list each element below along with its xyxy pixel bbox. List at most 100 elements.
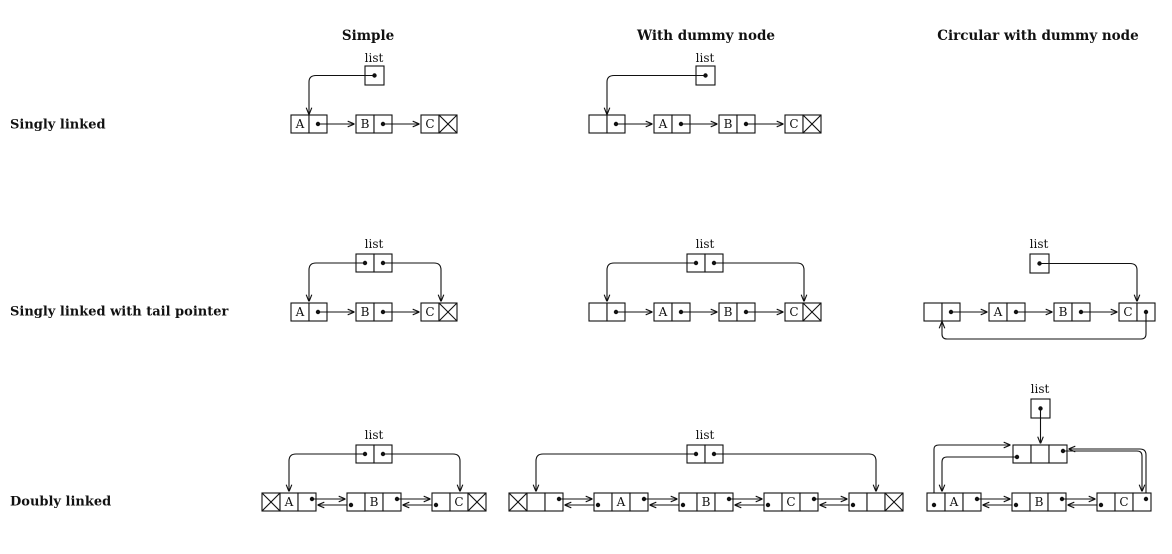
pointer-dot	[931, 502, 937, 508]
node-value: C	[454, 495, 463, 509]
node-value: C	[786, 495, 795, 509]
next-cell	[1048, 444, 1068, 464]
node-value: C	[1123, 305, 1132, 319]
node-value: B	[361, 117, 370, 131]
prev-cell	[848, 492, 868, 512]
row-header-singly-linked: Singly linked	[10, 117, 106, 133]
column-header-simple: Simple	[341, 28, 395, 44]
node-value: A	[295, 117, 305, 131]
prev-cell	[1011, 492, 1031, 512]
pointer-dot	[433, 502, 439, 508]
prev-cell	[678, 492, 698, 512]
row-header-tail-pointer: Singly linked with tail pointer	[10, 304, 229, 320]
next-cell	[714, 492, 734, 512]
head-arrow	[607, 262, 696, 301]
next-cell	[297, 492, 317, 512]
next-cell	[382, 492, 402, 512]
head-arrow	[309, 262, 365, 301]
null-cross	[438, 114, 458, 134]
head-arrow	[536, 453, 696, 491]
null-cross	[884, 492, 904, 512]
node-value: C	[789, 117, 798, 131]
node-value: A	[658, 305, 668, 319]
list-label: list	[365, 237, 384, 251]
wrap-around-arrow	[942, 312, 1147, 340]
node-value: B	[724, 305, 733, 319]
node-value: B	[1035, 495, 1044, 509]
next-cell	[1132, 492, 1152, 512]
pointer-dot	[1143, 496, 1149, 502]
column-header-dummy-node: With dummy node	[636, 28, 776, 44]
node-value: B	[361, 305, 370, 319]
node-value: A	[284, 495, 294, 509]
node-value: A	[616, 495, 626, 509]
dummy-cell	[866, 492, 886, 512]
row-header-doubly-linked: Doubly linked	[10, 494, 112, 510]
node-value: A	[949, 495, 959, 509]
tail-arrow	[714, 262, 804, 301]
list-label: list	[1031, 382, 1050, 396]
pointer-dot	[680, 502, 686, 508]
a-prev-to-dummy-arrow	[933, 445, 1010, 505]
list-label: list	[1030, 237, 1049, 251]
node-value: C	[425, 305, 434, 319]
dummy-cell	[588, 302, 608, 322]
head-arrow	[289, 453, 365, 491]
list-label: list	[365, 428, 384, 442]
pointer-dot	[595, 502, 601, 508]
next-cell	[962, 492, 982, 512]
node-value: A	[658, 117, 668, 131]
prev-cell	[1096, 492, 1116, 512]
tail-arrow	[1039, 262, 1138, 302]
dummy-next-to-a-arrow	[942, 456, 1017, 491]
tail-arrow	[714, 453, 876, 491]
node-value: A	[993, 305, 1003, 319]
pointer-dot	[1098, 502, 1104, 508]
c-next-to-dummy-arrow	[1069, 449, 1147, 499]
node-value: B	[370, 495, 379, 509]
node-value: C	[425, 117, 434, 131]
node-value: C	[1119, 495, 1128, 509]
head-arrow	[309, 74, 375, 115]
prev-cell	[346, 492, 366, 512]
node-value: A	[295, 305, 305, 319]
node-value: B	[702, 495, 711, 509]
null-cross	[261, 492, 281, 512]
prev-cell	[1012, 444, 1032, 464]
list-label: list	[696, 428, 715, 442]
dummy-cell	[923, 302, 943, 322]
node-value: C	[789, 305, 798, 319]
null-cross	[802, 302, 822, 322]
node-value: B	[1059, 305, 1068, 319]
tail-arrow	[383, 262, 441, 301]
pointer-dot	[765, 502, 771, 508]
column-header-circular-dummy: Circular with dummy node	[937, 28, 1139, 44]
null-cross	[508, 492, 528, 512]
pointer-dot	[348, 502, 354, 508]
null-cross	[467, 492, 487, 512]
prev-cell	[431, 492, 451, 512]
dummy-prev-to-c-arrow	[1063, 450, 1142, 491]
head-arrow	[607, 74, 706, 115]
prev-cell	[926, 492, 946, 512]
dummy-cell	[588, 114, 608, 134]
tail-arrow	[383, 453, 460, 491]
prev-cell	[593, 492, 613, 512]
prev-cell	[763, 492, 783, 512]
node-value: B	[724, 117, 733, 131]
null-cross	[802, 114, 822, 134]
next-cell	[544, 492, 564, 512]
list-label: list	[365, 51, 384, 65]
pointer-dot	[1013, 502, 1019, 508]
dummy-cell	[1030, 444, 1050, 464]
next-cell	[629, 492, 649, 512]
null-cross	[438, 302, 458, 322]
